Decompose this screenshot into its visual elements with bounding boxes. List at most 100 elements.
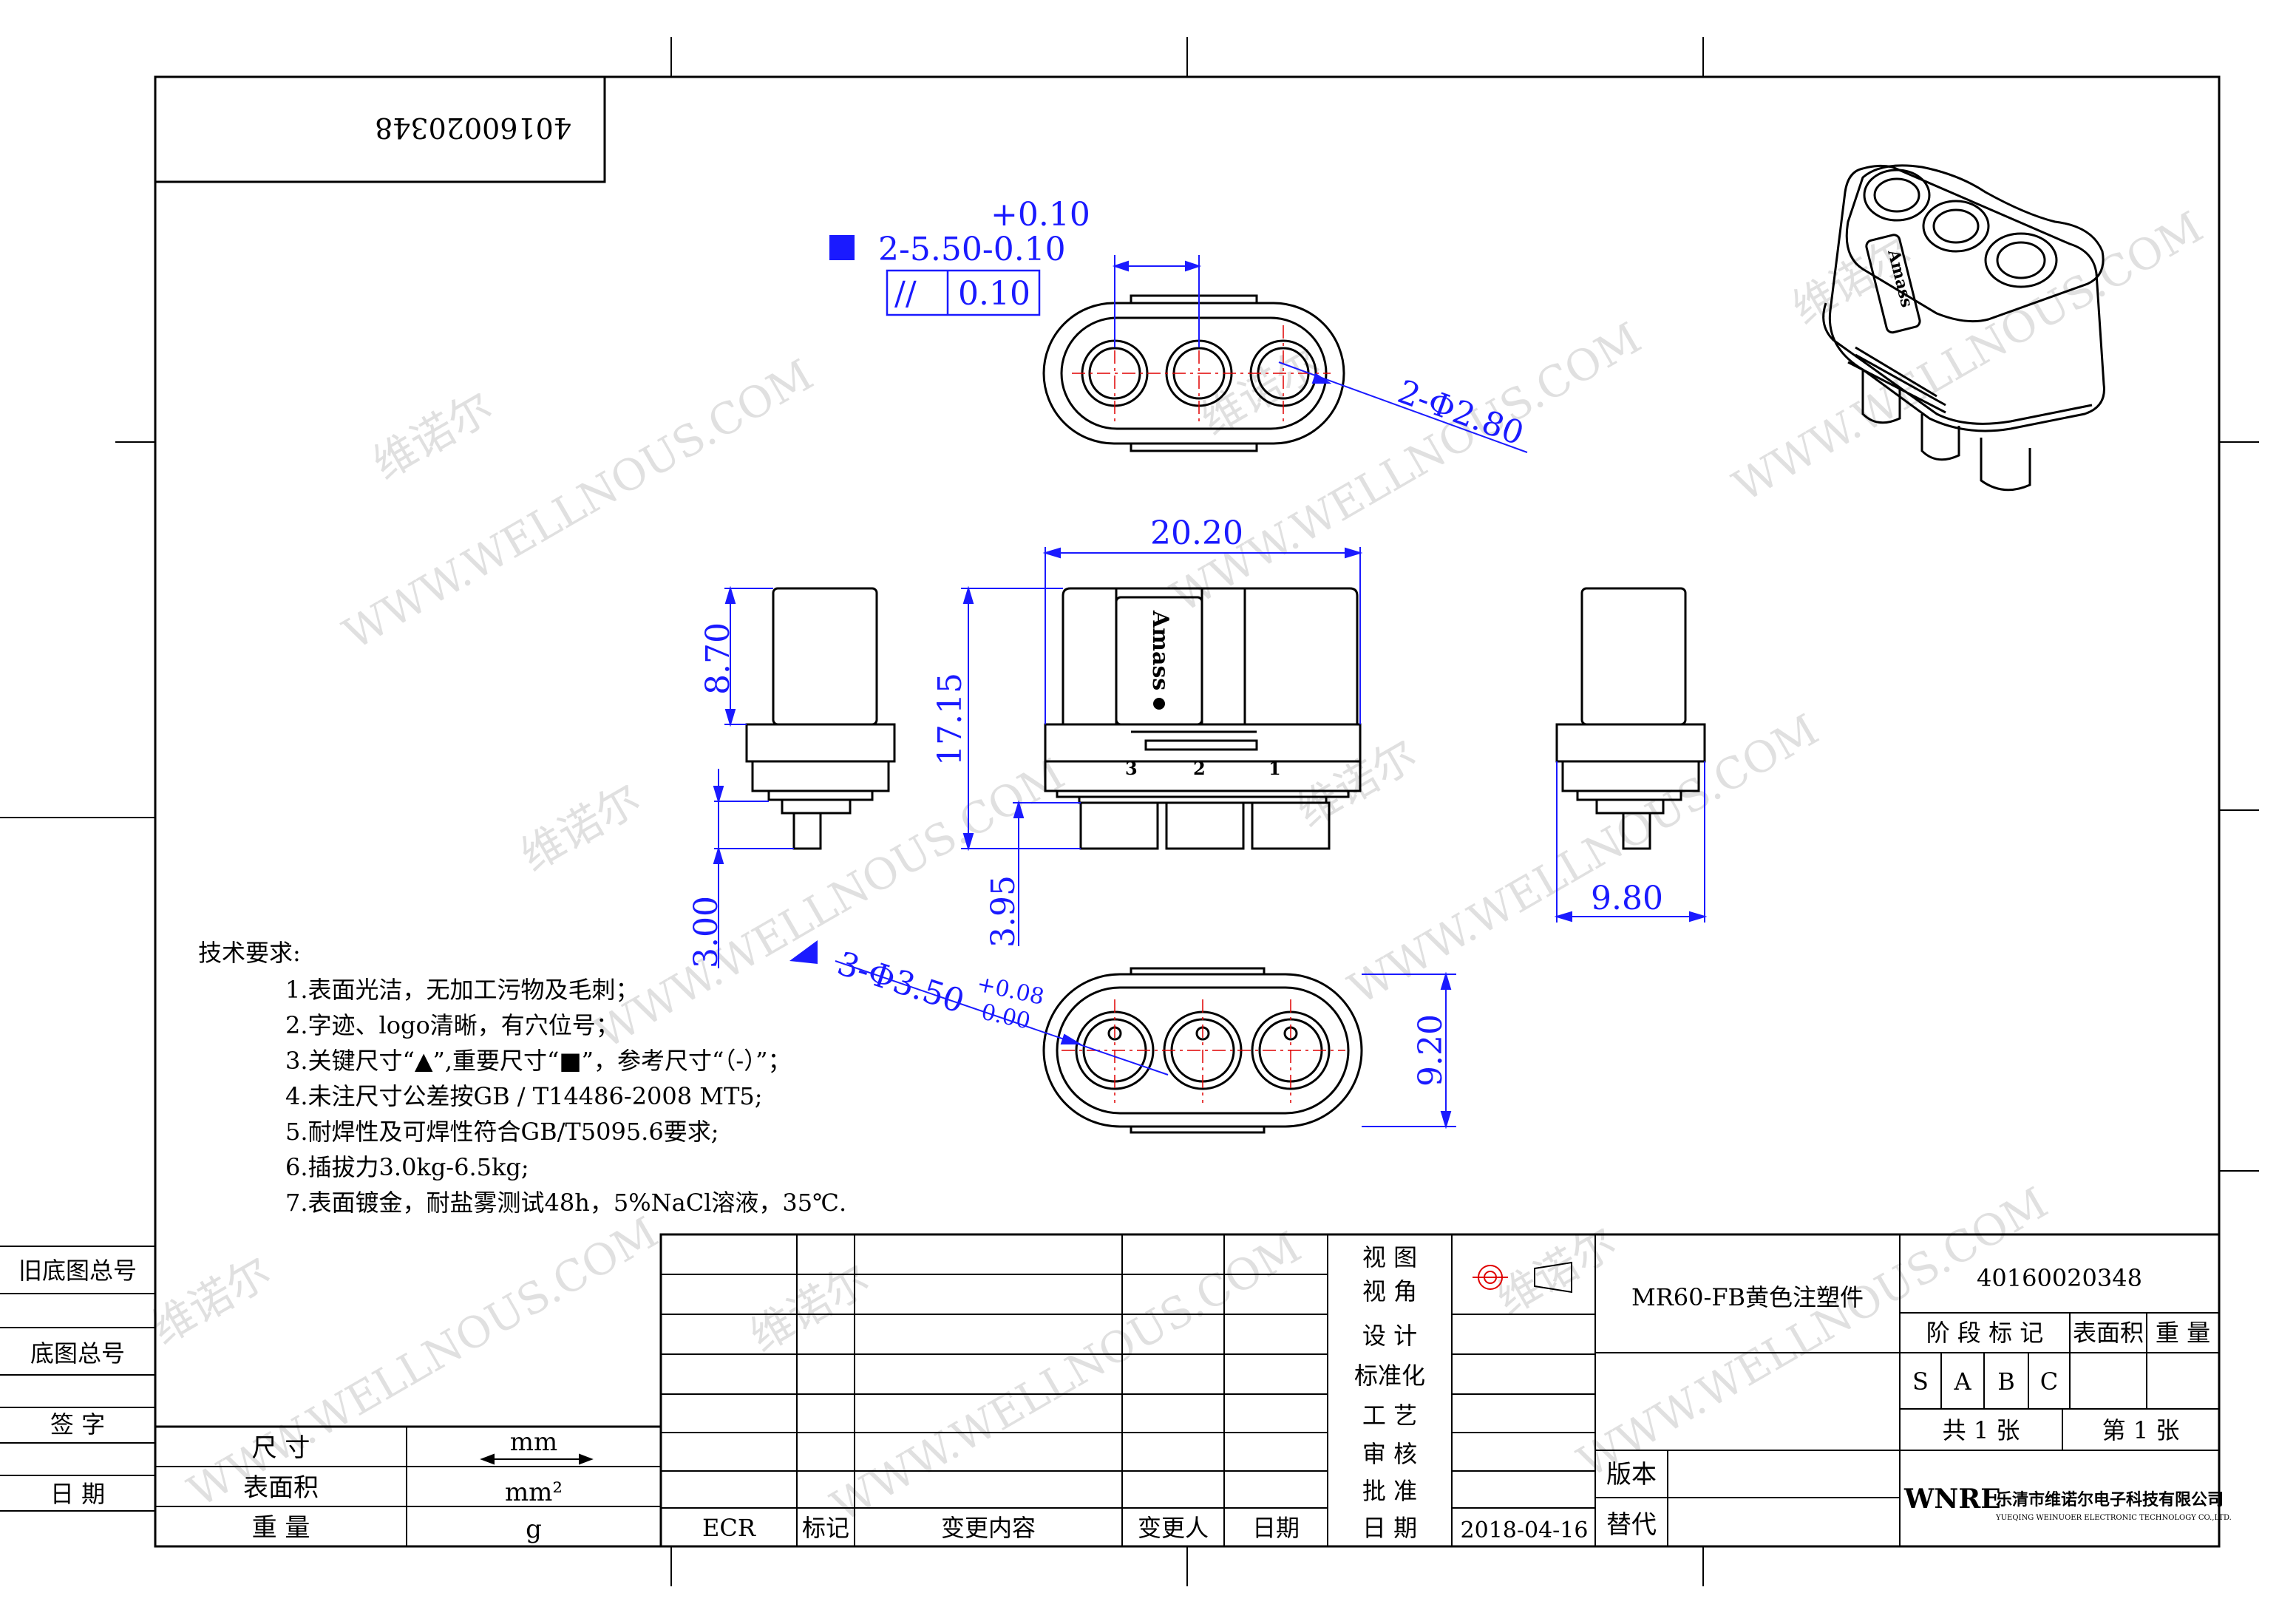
size-label: 尺 寸 — [252, 1433, 310, 1463]
unit-table: 尺 寸 mm 表面积 mm² 重 量 g — [243, 1427, 563, 1544]
slot-spec: 2-5.50-0.10 — [878, 231, 1066, 268]
angle-label: 视 角 — [1362, 1277, 1417, 1305]
key-dim-triangle — [789, 940, 818, 964]
title-block-grid — [155, 1233, 2221, 1548]
drawing-number-upside-down: 40160020348 — [375, 112, 571, 144]
tech-item-4: 4.未注尺寸公差按GB / T14486-2008 MT5; — [285, 1082, 763, 1110]
rev-header-date: 日期 — [1252, 1514, 1300, 1542]
date-value: 2018-04-16 — [1461, 1518, 1589, 1543]
watermark-en: WWW.WELLNOUS.COM — [1340, 704, 1827, 1014]
top-view-centerlines — [1072, 325, 1331, 421]
standard-label: 标准化 — [1354, 1362, 1425, 1390]
rev-header-content: 变更内容 — [941, 1514, 1036, 1542]
left-column-labels: 旧底图总号 底图总号 签 字 日 期 — [18, 1257, 137, 1508]
tech-item-3: 3.关键尺寸“▲”,重要尺寸“■”，参考尺寸“（-）”； — [285, 1047, 792, 1075]
weight-label: 重 量 — [252, 1513, 310, 1543]
height-dim-3-95: 3.95 — [985, 875, 1022, 948]
parallel-symbol: // — [894, 275, 917, 313]
revision-headers: ECR 标记 变更内容 变更人 日期 — [702, 1514, 1300, 1542]
sheet-number: 第 1 张 — [2102, 1416, 2180, 1444]
pin-label-3: 3 — [1125, 758, 1138, 779]
sheets-total: 共 1 张 — [1943, 1416, 2020, 1444]
right-side-dims — [1554, 761, 1708, 923]
old-base-drawing-label: 旧底图总号 — [18, 1257, 137, 1285]
version-label: 版本 — [1606, 1460, 1657, 1489]
height-dim-8-70: 8.70 — [699, 622, 737, 695]
depth-dim-9-80: 9.80 — [1591, 880, 1663, 917]
part-number: 40160020348 — [1977, 1264, 2142, 1292]
tech-requirements: 技术要求: 1.表面光洁，无加工污物及毛刺； 2.字迹、logo清晰，有穴位号；… — [198, 939, 846, 1217]
bottom-view-dims — [835, 960, 1456, 1129]
rev-header-ecr: ECR — [702, 1514, 756, 1542]
left-side-view — [745, 587, 896, 850]
weight-unit: g — [526, 1515, 542, 1544]
height-dim-17-15: 17.15 — [931, 673, 969, 766]
bottom-view-centerlines — [1062, 999, 1345, 1103]
pin-label-1: 1 — [1268, 758, 1281, 779]
sign-rows: 视 图 视 角 设 计 标准化 工 艺 审 核 批 准 日 期 2018-04-… — [1354, 1243, 1588, 1543]
pin-dia-dim: 3-Φ3.50 — [833, 945, 969, 1021]
date-row-label: 日 期 — [1362, 1514, 1417, 1542]
stage-weight-header: 重 量 — [2156, 1319, 2210, 1347]
watermark-en: WWW.WELLNOUS.COM — [335, 350, 821, 659]
part-name: MR60-FB黄色注塑件 — [1631, 1283, 1864, 1311]
parallel-tol: 0.10 — [958, 275, 1030, 313]
width-dim-20-20: 20.20 — [1150, 514, 1243, 552]
review-label: 审 核 — [1362, 1440, 1417, 1468]
stage-block: 阶 段 标 记 表面积 重 量 S A B C 共 1 张 第 1 张 — [1912, 1319, 2210, 1444]
height-dim-3-00: 3.00 — [687, 896, 725, 968]
watermark-cn: 维诺尔 — [1488, 1217, 1625, 1325]
watermark-cn: 维诺尔 — [741, 1254, 878, 1362]
rev-header-mark: 标记 — [802, 1514, 849, 1542]
tech-item-6: 6.插拔力3.0kg-6.5kg; — [285, 1153, 529, 1181]
size-arrow — [480, 1453, 594, 1465]
signature-label: 签 字 — [50, 1410, 105, 1438]
front-view — [1044, 587, 1362, 850]
pin-label-2: 2 — [1193, 758, 1206, 779]
area-unit: mm² — [505, 1478, 563, 1507]
height-dim-9-20: 9.20 — [1412, 1014, 1450, 1087]
isometric-view — [1822, 164, 2105, 492]
slot-tol-plus: +0.10 — [991, 196, 1090, 234]
logo-dot — [1153, 698, 1165, 710]
left-side-dims — [713, 585, 794, 968]
tech-item-1: 1.表面光洁，无加工污物及毛刺； — [285, 976, 639, 1004]
watermark-en: WWW.WELLNOUS.COM — [1163, 313, 1649, 622]
stage-mark-a: A — [1953, 1368, 1971, 1396]
projection-symbol — [1473, 1261, 1572, 1294]
stage-mark-s: S — [1912, 1368, 1929, 1396]
stage-mark-b: B — [1997, 1368, 2015, 1396]
stage-mark-header: 阶 段 标 记 — [1926, 1319, 2044, 1347]
watermark-en: WWW.WELLNOUS.COM — [1725, 202, 2211, 512]
front-logo: Amass — [1147, 610, 1173, 690]
parallel-tol-frame — [886, 269, 1041, 316]
area-label: 表面积 — [243, 1473, 319, 1503]
stage-mark-c: C — [2040, 1368, 2058, 1396]
approve-label: 批 准 — [1362, 1477, 1417, 1505]
right-side-view — [1555, 587, 1706, 850]
tech-item-2: 2.字迹、logo清晰，有穴位号； — [285, 1011, 619, 1039]
watermark-cn: 维诺尔 — [512, 773, 649, 881]
company-logo: WNRE — [1903, 1484, 2001, 1515]
left-column-grid — [0, 1246, 155, 1512]
watermark-cn: 维诺尔 — [364, 381, 501, 489]
important-dim-mark — [829, 235, 855, 260]
size-unit: mm — [510, 1427, 557, 1457]
view-label: 视 图 — [1362, 1243, 1417, 1271]
rev-header-person: 变更人 — [1138, 1514, 1209, 1542]
design-label: 设 计 — [1362, 1322, 1417, 1350]
front-view-dims — [961, 547, 1363, 946]
base-drawing-label: 底图总号 — [30, 1339, 125, 1368]
replace-label: 替代 — [1606, 1510, 1657, 1540]
tech-title: 技术要求: — [198, 939, 301, 967]
process-label: 工 艺 — [1362, 1402, 1417, 1430]
watermark-cn: 维诺尔 — [1288, 729, 1425, 837]
watermark-cn: 维诺尔 — [143, 1246, 279, 1354]
stage-area-header: 表面积 — [2073, 1319, 2144, 1347]
company-name-cn: 乐清市维诺尔电子科技有限公司 — [1996, 1490, 2224, 1509]
company-name-en: YUEQING WEINUOER ELECTRONIC TECHNOLOGY C… — [1995, 1514, 2232, 1522]
watermark-en: WWW.WELLNOUS.COM — [823, 1222, 1309, 1532]
tech-item-5: 5.耐焊性及可焊性符合GB/T5095.6要求; — [285, 1118, 719, 1146]
